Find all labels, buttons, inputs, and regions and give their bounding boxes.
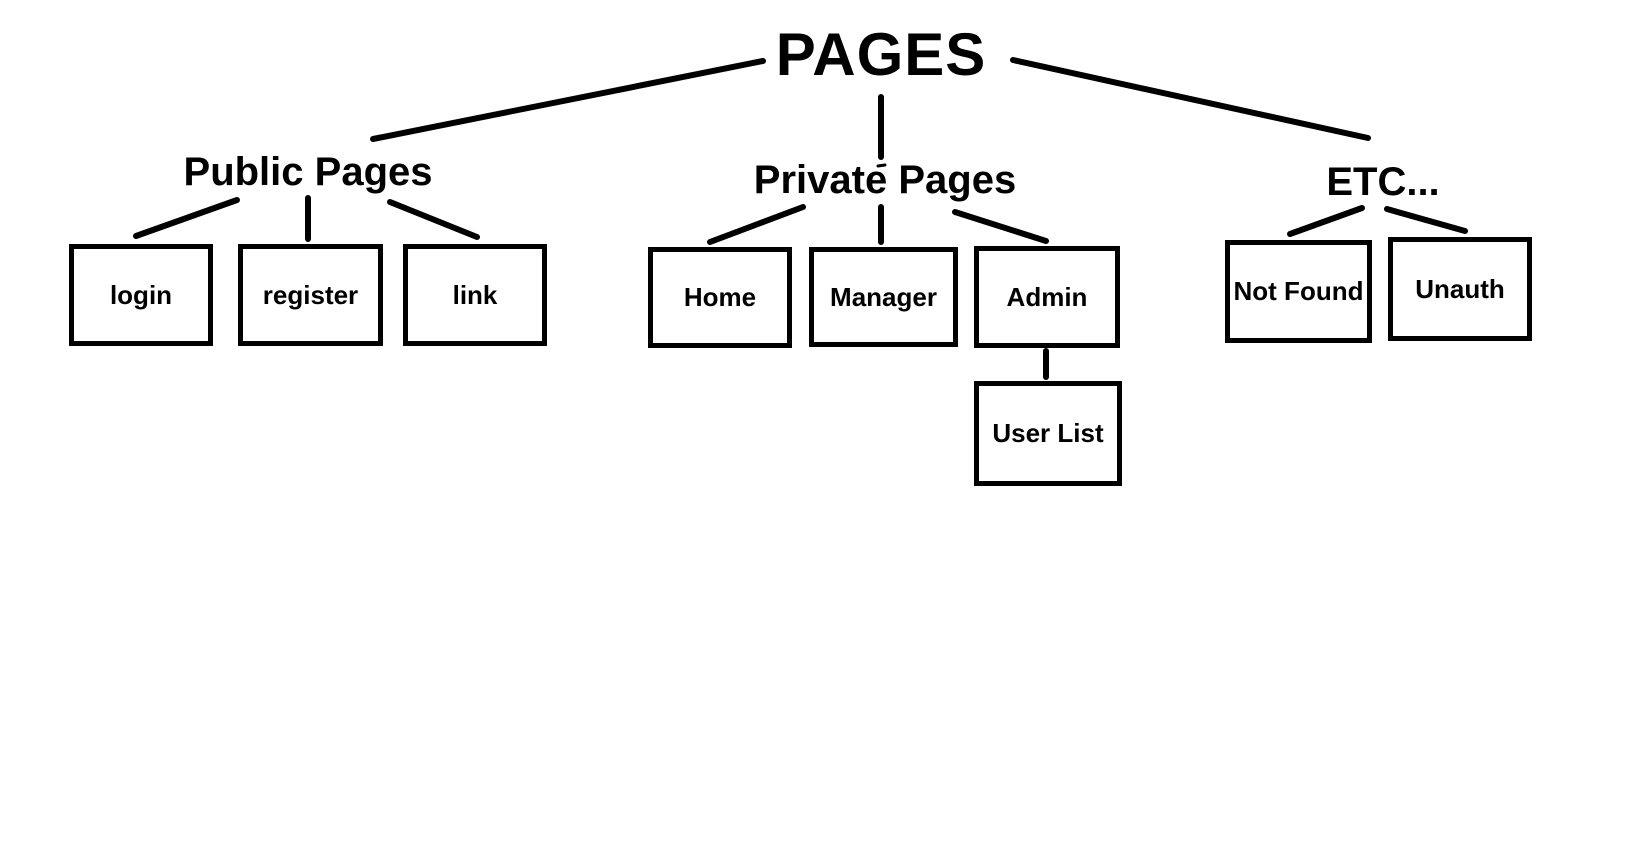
- node-unauth: Unauth: [1388, 237, 1532, 341]
- connector-root-etc: [1010, 57, 1371, 141]
- tick-mark: [876, 163, 887, 168]
- node-user-list: User List: [974, 381, 1122, 486]
- group-heading-etc: ETC...: [1326, 160, 1440, 204]
- connector-public-link: [387, 199, 480, 240]
- connector-private-home: [707, 204, 806, 245]
- group-heading-public-pages: Public Pages: [183, 150, 433, 194]
- node-not-found: Not Found: [1225, 240, 1372, 343]
- node-home: Home: [648, 247, 792, 348]
- node-register: register: [238, 244, 383, 346]
- group-heading-private-pages: Private Pages: [753, 158, 1017, 202]
- connector-etc-unauth: [1384, 206, 1468, 234]
- node-link: link: [403, 244, 547, 346]
- connector-etc-notfound: [1287, 205, 1365, 237]
- connector-public-login: [133, 197, 240, 239]
- root-node-pages: PAGES: [775, 21, 987, 88]
- connector-root-public: [370, 58, 766, 142]
- node-login: login: [69, 244, 213, 346]
- node-admin: Admin: [974, 246, 1120, 348]
- connector-private-admin: [952, 209, 1049, 244]
- node-manager: Manager: [809, 247, 958, 347]
